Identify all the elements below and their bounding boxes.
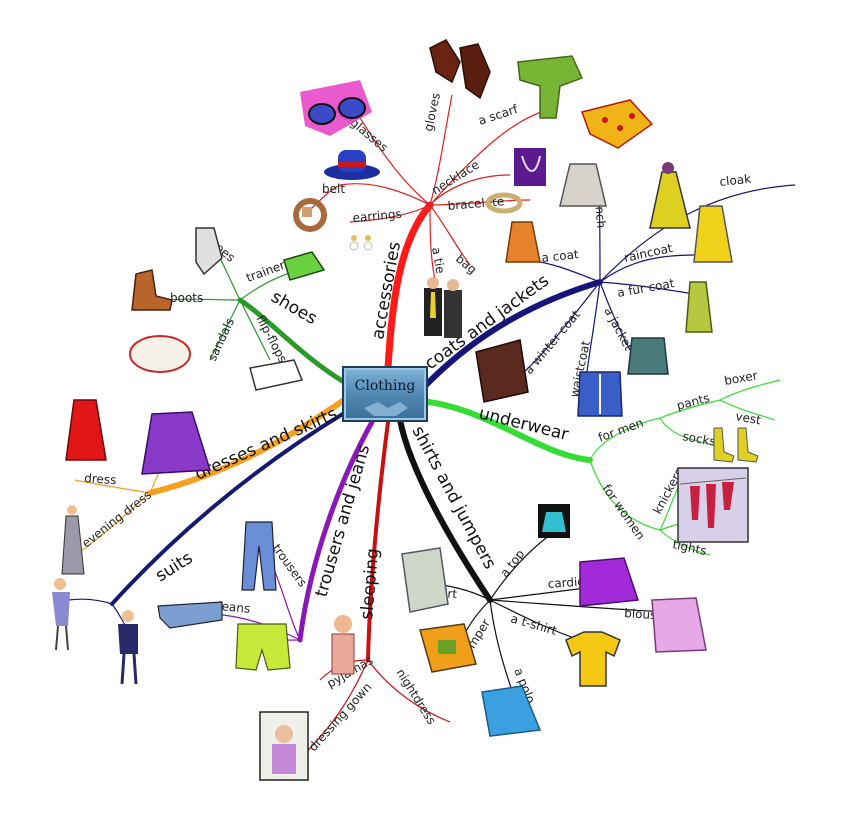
socks-icon — [713, 427, 759, 463]
trainers-icon — [283, 251, 326, 281]
label-raincoat: raincoat — [623, 241, 674, 265]
label-cloak: cloak — [719, 172, 752, 189]
label-bag: bag — [453, 252, 479, 277]
shirt-icon — [401, 547, 449, 613]
label-socks: socks — [681, 429, 716, 449]
label-tie: a tie — [429, 246, 447, 275]
raincoat-icon — [693, 205, 733, 263]
suit-woman-icon — [52, 578, 70, 651]
scarf-pattern-icon — [581, 99, 654, 149]
label-for-men: for men — [596, 416, 645, 445]
label-for-women: for women — [600, 482, 648, 543]
suit-man-icon — [118, 610, 138, 685]
flip-flops-icon — [249, 359, 304, 391]
branch-label-shoes: shoes — [268, 287, 321, 329]
branch-suits-line — [110, 410, 348, 606]
blouse-icon — [651, 597, 707, 653]
label-t-shirt: a t-shirt — [509, 611, 558, 638]
sunglasses-icon — [300, 80, 372, 136]
underwear-icon — [677, 467, 749, 543]
scarf-icon — [517, 55, 584, 119]
dressing-gown-icon — [259, 711, 309, 781]
branch-dresses-line — [147, 397, 347, 496]
skirt-icon — [141, 411, 212, 475]
jacket-icon — [627, 337, 669, 375]
label-dress: dress — [84, 471, 117, 487]
trousers-icon — [241, 521, 277, 591]
fur-coat-icon — [685, 281, 713, 333]
branch-coats-line — [423, 279, 603, 388]
label-gloves: gloves — [421, 92, 443, 133]
bracelet-icon — [485, 192, 523, 214]
coat-icon — [505, 221, 541, 263]
tie-people-icon — [424, 277, 462, 338]
label-belt: belt — [322, 182, 345, 196]
branch-label-dresses: dresses and skirts — [192, 404, 341, 485]
sandals-icon — [129, 335, 191, 373]
branch-trousers-line — [297, 419, 375, 643]
label-scarf: a scarf — [477, 102, 521, 128]
jeans-icon — [157, 601, 223, 629]
center-title: Clothing — [354, 378, 416, 394]
pyjamas-icon — [331, 615, 355, 675]
label-boxer: boxer — [723, 368, 759, 388]
branch-accessories-line — [384, 201, 434, 372]
shoes-icon — [195, 227, 223, 276]
handshake-icon — [364, 402, 408, 416]
label-jeans: jeans — [217, 599, 251, 616]
underwear-sub-lines — [589, 379, 781, 556]
top-icon — [538, 504, 570, 538]
label-fur-coat: a fur coat — [616, 276, 676, 300]
center-node: Clothing — [342, 366, 428, 422]
belt-icon — [293, 198, 327, 232]
label-boots: boots — [170, 291, 203, 305]
shorts-icon — [235, 623, 291, 671]
cloak-icon — [649, 162, 691, 229]
label-dressing-gown: dressing gown — [306, 680, 375, 754]
branch-underwear-line — [425, 399, 593, 463]
branch-label-sleeping: sleeping — [357, 547, 383, 620]
boots-icon — [131, 269, 173, 311]
evening-dress-icon — [61, 505, 85, 575]
label-vest: vest — [734, 409, 762, 427]
branch-sleeping-line — [366, 420, 390, 662]
earrings-icon — [349, 235, 373, 251]
trench-coat-icon — [559, 163, 607, 207]
label-earrings: earrings — [352, 207, 402, 225]
label-top: a top — [497, 547, 527, 580]
necklace-icon — [514, 148, 546, 186]
winter-coat-icon — [475, 339, 529, 403]
jumper-icon — [419, 623, 477, 673]
polo-icon — [481, 685, 542, 737]
dress-icon — [65, 399, 107, 461]
waistcoat-icon — [577, 371, 623, 417]
gloves-icon — [429, 39, 491, 100]
branch-shirts-line — [397, 417, 493, 603]
label-evening-dress: evening dress — [79, 488, 154, 551]
cardigan-icon — [579, 557, 640, 607]
label-nightdress: nightdress — [393, 666, 438, 727]
label-pants: pants — [675, 391, 711, 413]
hat-icon — [324, 150, 380, 180]
branch-shoes-line — [237, 297, 347, 385]
t-shirt-icon — [565, 631, 621, 687]
label-sandals: sandals — [205, 316, 237, 363]
label-coat: a coat — [541, 247, 580, 265]
